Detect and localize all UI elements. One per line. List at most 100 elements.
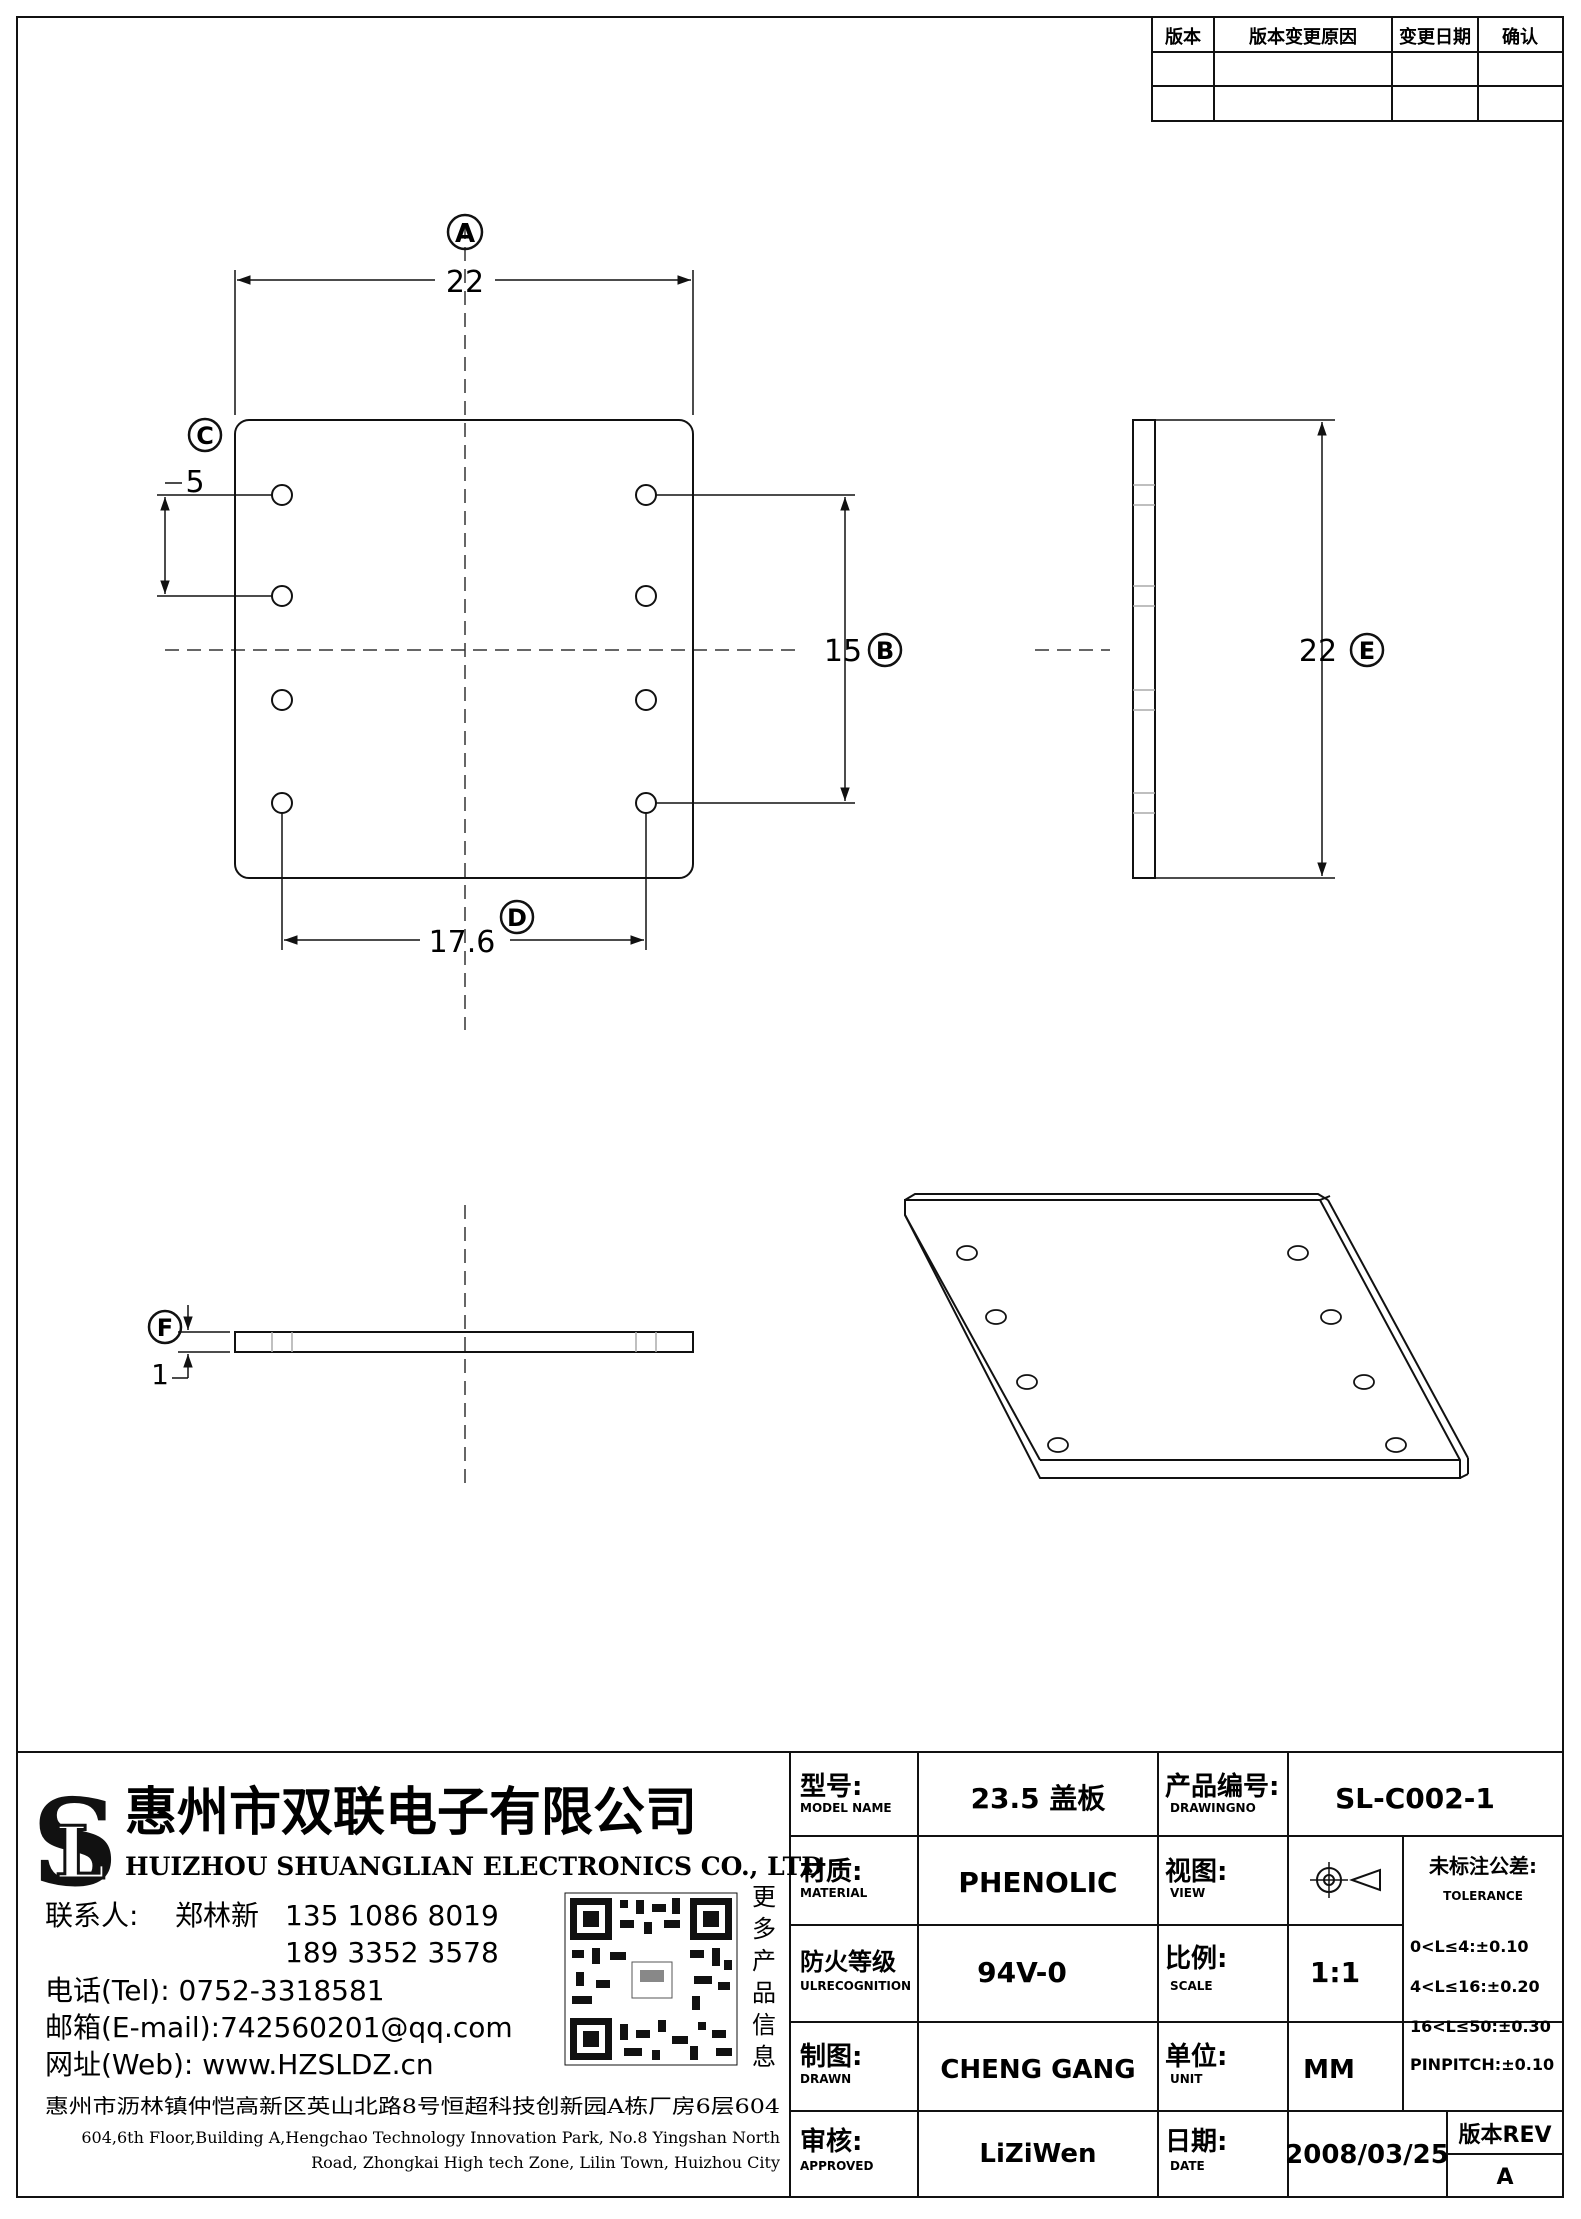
iso-holes [956,1245,1407,1453]
qr-caption-char: 产 [752,1947,776,1975]
date-label: 日期: [1165,2127,1227,2157]
contact-name: 郑林新 [175,1899,259,1932]
fire-label-en: ULRECOGNITION [800,1979,911,1993]
unit-label-en: UNIT [1170,2072,1203,2086]
callout-f-letter: F [157,1314,173,1342]
company-logo: S L [32,1773,119,1914]
hole [635,792,657,814]
dim-a-value: 22 [446,265,484,300]
approved-label: 审核: [800,2126,862,2157]
rev-header-version: 版本 [1165,26,1201,48]
phone-2: 189 3352 3578 [285,1936,499,1969]
tolerance-line-2: 4<L≤16:±0.20 [1410,1977,1540,1996]
callout-a-letter: A [455,219,475,249]
unit-label: 单位: [1165,2041,1227,2072]
company-name-en: HUIZHOU SHUANGLIAN ELECTRONICS CO., LTD [125,1852,823,1881]
tolerance-label-en: TOLERANCE [1443,1889,1523,1903]
material-label: 材质: [800,1857,862,1887]
company-name-cn: 惠州市双联电子有限公司 [125,1782,697,1843]
hole [271,792,293,814]
contact-label: 联系人: [45,1899,138,1932]
model-label-en: MODEL NAME [800,1801,892,1815]
tolerance-line-3: 16<L≤50:±0.30 [1410,2017,1551,2036]
isometric-view [904,1193,1469,1479]
callout-f-circle [147,1309,183,1345]
drawing-no-value: SL-C002-1 [1335,1782,1495,1815]
address-en-2: Road, Zhongkai High tech Zone, Lilin Tow… [311,2153,780,2172]
dim-d-value: 17.6 [429,925,496,960]
drawing-no-label-en: DRAWINGNO [1170,1801,1256,1815]
company-block: S L 惠州市双联电子有限公司 HUIZHOU SHUANGLIAN ELECT… [17,1751,1563,2197]
callout-a-circle [446,213,484,251]
hole [635,689,657,711]
web-line: 网址(Web): www.HZSLDZ.cn [45,2048,434,2081]
email-line: 邮箱(E-mail):742560201@qq.com [45,2011,513,2044]
iso-hole [1385,1437,1407,1453]
iso-hole [1287,1245,1309,1261]
bottom-plate-outline [234,1331,694,1353]
hole [271,689,293,711]
view-label: 视图: [1165,1857,1227,1887]
drawn-value: CHENG GANG [940,2055,1135,2085]
tolerance-line-1: 0<L≤4:±0.10 [1410,1937,1529,1956]
callout-e-circle [1349,632,1385,668]
qr-caption-char: 息 [752,2043,776,2071]
revision-table [1151,16,1564,122]
callout-e-letter: E [1359,637,1375,665]
address-en-1: 604,6th Floor,Building A,Hengchao Techno… [81,2128,780,2147]
model-label: 型号: [800,1772,862,1802]
date-label-en: DATE [1170,2159,1205,2173]
drawn-label: 制图: [800,2042,862,2072]
material-value: PHENOLIC [958,1866,1117,1899]
rev-header-reason: 版本变更原因 [1249,26,1357,48]
callout-b-letter: B [876,637,894,665]
iso-hole [956,1245,978,1261]
qr-code [564,1892,738,2066]
title-block-grid [790,1752,1563,2197]
side-plate-outline [1132,419,1156,879]
hole [635,484,657,506]
dimension-b: 15 B [656,494,903,804]
callout-d-circle [499,899,535,935]
qr-caption-char: 品 [752,1979,776,2007]
scale-value: 1:1 [1310,1956,1360,1989]
callout-d-letter: D [507,904,527,932]
callout-c-letter: C [196,422,214,450]
rev-header-date: 变更日期 [1399,26,1471,48]
mounting-holes [271,484,657,814]
bottom-view: 1 F [147,1205,694,1490]
date-value: 2008/03/25 [1285,2140,1449,2170]
dim-b-value: 15 [824,634,862,669]
rev-header-confirm: 确认 [1502,26,1539,48]
hole [271,484,293,506]
view-label-en: VIEW [1170,1886,1205,1900]
projection-symbol [1310,1862,1381,1898]
iso-hole [1320,1309,1342,1325]
front-view: 22 A C 5 15 B 17.6 [157,213,903,1030]
scale-label-en: SCALE [1170,1979,1213,1993]
rev-value: A [1496,2165,1513,2190]
hole [271,585,293,607]
qr-caption-char: 更 [752,1883,776,1911]
iso-hole [1016,1374,1038,1390]
dimension-d: 17.6 D [281,813,647,960]
tolerance-label: 未标注公差: [1429,1854,1537,1878]
dim-f-value: 1 [151,1358,169,1391]
plate-outline [234,419,694,879]
unit-value: MM [1303,2055,1355,2085]
iso-hole [985,1309,1007,1325]
callout-c-circle [187,417,223,453]
svg-text:L: L [55,1810,106,1895]
hole [635,585,657,607]
svg-text:S: S [32,1773,119,1914]
callout-b-circle [867,632,903,668]
model-value: 23.5 盖板 [971,1782,1106,1815]
dim-c-value: 5 [185,465,204,500]
tel-line: 电话(Tel): 0752-3318581 [45,1974,385,2007]
side-view: 22 E [1035,419,1385,879]
fire-value: 94V-0 [977,1956,1067,1989]
material-label-en: MATERIAL [800,1886,868,1900]
dimension-a: 22 A [234,213,694,415]
